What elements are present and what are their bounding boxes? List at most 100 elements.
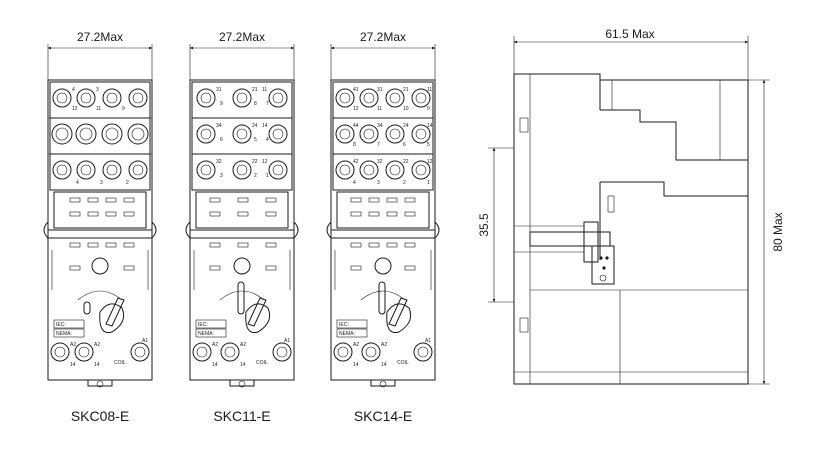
svg-text:11: 11: [96, 106, 101, 112]
iec-label: IEC:: [198, 322, 208, 328]
svg-text:3: 3: [100, 180, 103, 186]
svg-text:9: 9: [427, 106, 430, 112]
svg-text:3: 3: [377, 180, 380, 186]
front-view-skc14: 27.2Max 41 12 31 11 21 10 11 9 44 8 34: [326, 30, 440, 424]
svg-text:21: 21: [252, 87, 258, 93]
rail-dimension: 35.5: [477, 213, 491, 237]
terminal-row-1: 4 12 3 11 9: [52, 87, 148, 112]
svg-text:14: 14: [353, 362, 359, 368]
svg-text:A1: A1: [425, 338, 431, 344]
svg-text:14: 14: [70, 362, 76, 368]
width-dimension: 27.2Max: [77, 30, 123, 44]
coil-terminals: A2 A2 A1 14 14 COIL: [333, 338, 433, 368]
svg-text:COIL: COIL: [397, 360, 409, 366]
svg-text:A2: A2: [94, 342, 100, 348]
side-view: 61.5 Max 80 Max 35.5: [477, 27, 785, 385]
terminal-row-2: [51, 123, 149, 145]
width-dimension: 27.2Max: [360, 30, 406, 44]
front-view-skc11: 27.2Max 31 9 21 8 11 7 34 6 24 5 14 4: [185, 30, 299, 424]
terminal-row-3: 42 4 32 3 22 2 12 1: [335, 159, 433, 186]
svg-text:1: 1: [427, 180, 430, 186]
svg-text:14: 14: [427, 123, 433, 129]
svg-text:A2: A2: [70, 342, 76, 348]
nema-label: NEMA:: [339, 331, 355, 337]
svg-text:31: 31: [377, 87, 383, 93]
side-width-dimension: 61.5 Max: [605, 27, 654, 41]
svg-text:41: 41: [353, 87, 359, 93]
svg-text:7: 7: [266, 101, 269, 107]
svg-text:14: 14: [94, 362, 100, 368]
terminal-row-1: 41 12 31 11 21 10 11 9: [335, 87, 432, 112]
svg-text:2: 2: [403, 180, 406, 186]
svg-text:5: 5: [427, 142, 430, 148]
svg-text:12: 12: [353, 106, 359, 112]
svg-text:14: 14: [240, 362, 246, 368]
svg-text:32: 32: [377, 159, 383, 165]
svg-text:6: 6: [403, 142, 406, 148]
svg-text:8: 8: [254, 101, 257, 107]
svg-text:3: 3: [96, 87, 99, 93]
svg-text:34: 34: [216, 123, 222, 129]
svg-text:42: 42: [353, 159, 359, 165]
svg-text:COIL: COIL: [256, 360, 268, 366]
svg-text:6: 6: [220, 137, 223, 143]
terminal-row-3: 4 3 2: [52, 160, 148, 186]
model-label: SKC08-E: [71, 408, 129, 424]
nema-label: NEMA:: [56, 331, 72, 337]
svg-text:9: 9: [220, 101, 223, 107]
svg-text:10: 10: [403, 106, 409, 112]
coil-terminals: A2 A2 A1 14 14 COIL: [50, 338, 150, 368]
iec-label: IEC:: [56, 322, 66, 328]
nema-label: NEMA:: [198, 331, 214, 337]
svg-text:2: 2: [254, 173, 257, 179]
svg-text:14: 14: [212, 362, 218, 368]
model-label: SKC11-E: [213, 408, 270, 424]
svg-text:24: 24: [403, 123, 409, 129]
terminal-row-3: 32 3 22 2 12 1: [196, 159, 288, 180]
svg-text:4: 4: [353, 180, 356, 186]
svg-text:3: 3: [220, 173, 223, 179]
terminal-row-2: 44 8 34 7 24 6 14 5: [335, 123, 433, 148]
terminal-row-1: 31 9 21 8 11 7: [196, 87, 288, 108]
svg-text:4: 4: [76, 180, 79, 186]
svg-text:24: 24: [252, 123, 258, 129]
svg-text:12: 12: [72, 106, 78, 112]
svg-text:12: 12: [427, 159, 433, 165]
svg-text:11: 11: [427, 87, 432, 93]
svg-text:32: 32: [216, 159, 222, 165]
svg-text:A2: A2: [381, 342, 387, 348]
svg-text:A1: A1: [284, 338, 290, 344]
svg-text:7: 7: [377, 142, 380, 148]
svg-text:A2: A2: [212, 342, 218, 348]
terminal-row-2: 34 6 24 5 14 4: [196, 123, 288, 144]
front-view-skc08: 27.2Max 4 12 3 11 9: [43, 30, 157, 424]
svg-text:34: 34: [377, 123, 383, 129]
svg-text:14: 14: [381, 362, 387, 368]
svg-text:22: 22: [252, 159, 258, 165]
svg-text:2: 2: [126, 180, 129, 186]
svg-text:COIL: COIL: [114, 360, 126, 366]
svg-text:31: 31: [216, 87, 222, 93]
svg-text:4: 4: [72, 87, 75, 93]
svg-text:1: 1: [266, 173, 269, 179]
svg-text:A1: A1: [142, 338, 148, 344]
width-dimension: 27.2Max: [219, 30, 265, 44]
svg-text:11: 11: [262, 87, 267, 93]
svg-text:14: 14: [262, 123, 268, 129]
svg-text:12: 12: [262, 159, 268, 165]
svg-text:22: 22: [403, 159, 409, 165]
side-height-dimension: 80 Max: [771, 212, 785, 251]
svg-text:A2: A2: [240, 342, 246, 348]
iec-label: IEC:: [339, 322, 349, 328]
svg-text:11: 11: [377, 106, 382, 112]
svg-text:A2: A2: [353, 342, 359, 348]
svg-text:44: 44: [353, 123, 359, 129]
model-label: SKC14-E: [354, 408, 412, 424]
svg-text:4: 4: [266, 137, 269, 143]
coil-terminals: A2 A2 A1 14 14 COIL: [192, 338, 292, 368]
svg-text:9: 9: [122, 106, 125, 112]
svg-text:21: 21: [403, 87, 409, 93]
svg-text:5: 5: [254, 137, 257, 143]
svg-text:8: 8: [353, 142, 356, 148]
